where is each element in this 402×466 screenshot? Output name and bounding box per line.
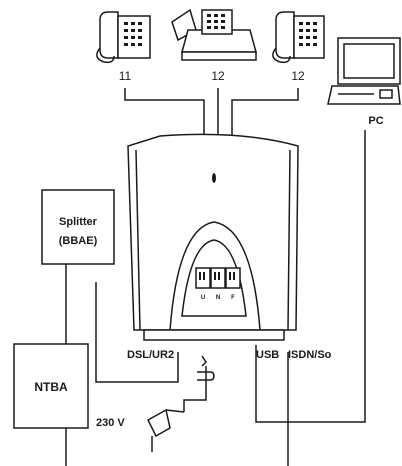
- cable-pc-usb: [255, 130, 366, 423]
- power-label: 230 V: [96, 417, 125, 429]
- cable-splitter-dsl: [95, 282, 179, 383]
- cable-power: [183, 366, 207, 412]
- splitter-sublabel: (BBAE): [59, 235, 98, 247]
- fax-number: 12: [211, 69, 225, 83]
- power-socket-icon: [197, 355, 215, 381]
- telephone-right-icon: [272, 11, 325, 64]
- usb-port-label: USB: [256, 349, 279, 361]
- power-adapter-icon: [147, 408, 185, 452]
- phone-right-number: 12: [291, 69, 305, 83]
- isdn-port-label: ISDN/So: [288, 349, 332, 361]
- telephone-left-icon: [96, 11, 151, 64]
- jack-u-label: U: [201, 295, 205, 301]
- splitter-label: Splitter: [59, 216, 98, 228]
- jack-f-label: F: [231, 295, 235, 301]
- jack-n-label: N: [216, 295, 220, 301]
- phone-left-number: 11: [119, 69, 132, 83]
- jack-panel: U N F: [195, 267, 241, 301]
- router-device: U N F: [127, 133, 299, 341]
- pc-icon: [327, 37, 401, 105]
- ntba-box: [13, 343, 89, 429]
- fax-machine-icon: [171, 8, 257, 61]
- ntba-label: NTBA: [34, 380, 68, 394]
- dsl-port-label: DSL/UR2: [127, 349, 174, 361]
- splitter-box: [41, 189, 115, 265]
- pc-label: PC: [368, 115, 383, 127]
